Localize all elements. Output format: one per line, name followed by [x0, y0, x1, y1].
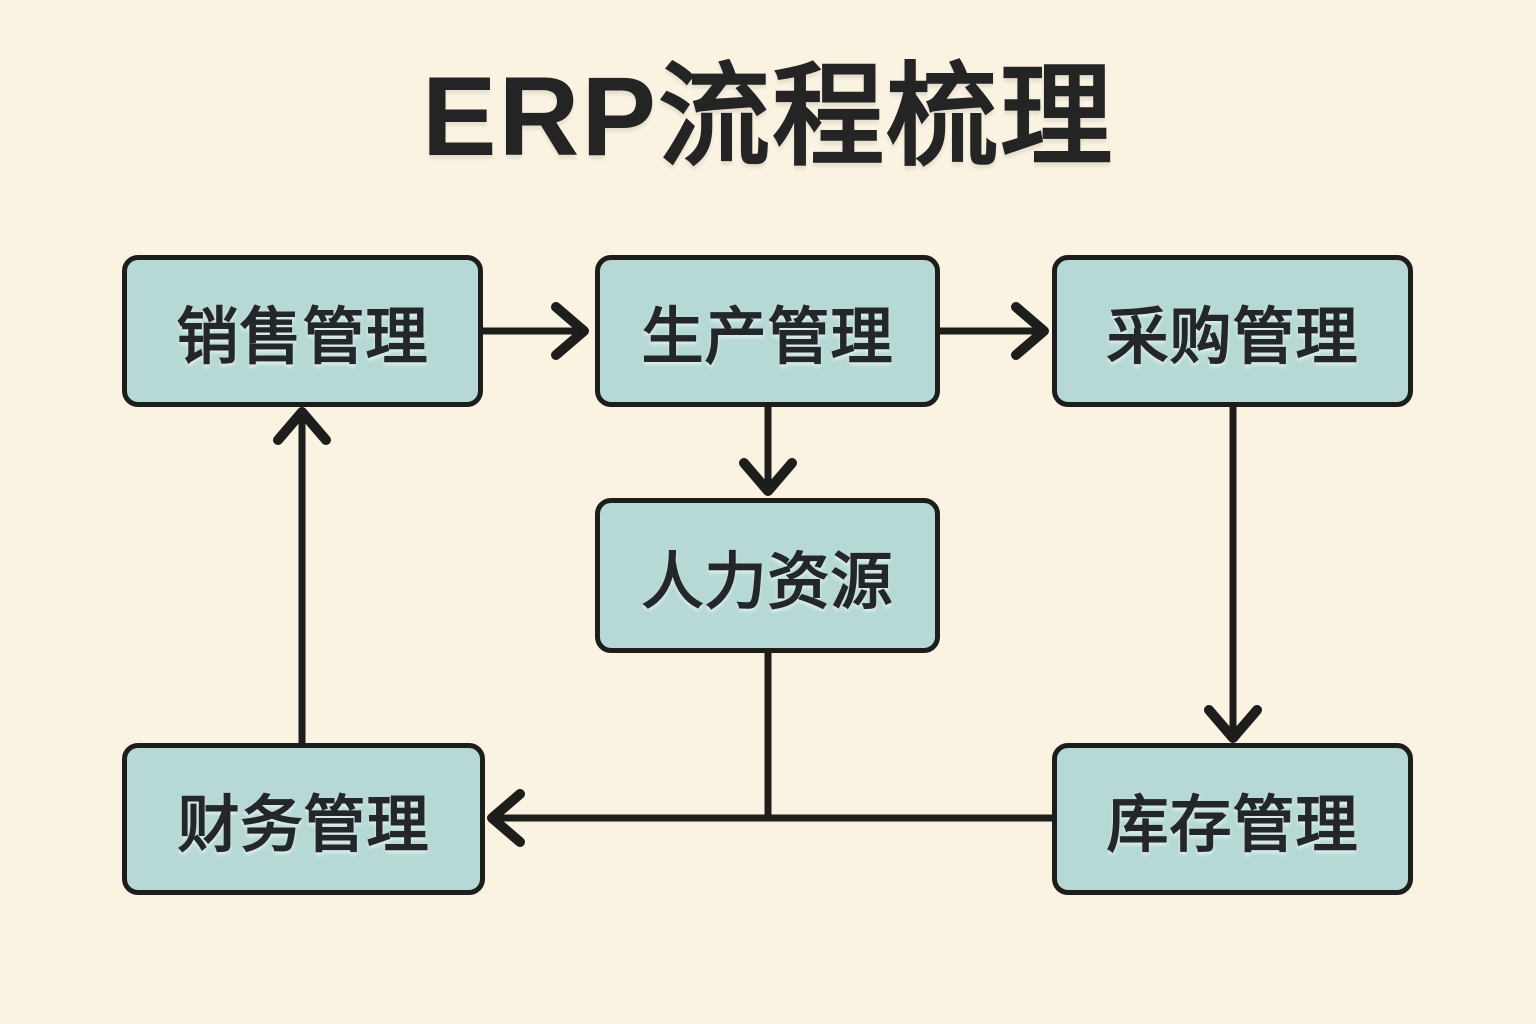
arrow-finance-to-sales [273, 407, 331, 743]
arrow-inventory-to-finance [487, 789, 1052, 847]
arrow-production-to-hr [739, 407, 797, 496]
node-hr: 人力资源 [595, 498, 940, 653]
node-sales-label: 销售管理 [176, 303, 429, 372]
node-procurement-label: 采购管理 [1106, 303, 1359, 372]
arrow-production-to-procurement [940, 302, 1049, 360]
node-production: 生产管理 [595, 255, 940, 407]
arrow-sales-to-production [483, 302, 589, 360]
node-inventory: 库存管理 [1052, 743, 1413, 895]
page-title: ERP流程梳理 [421, 54, 1115, 179]
node-inventory-label: 库存管理 [1106, 791, 1359, 860]
node-finance-label: 财务管理 [177, 791, 430, 860]
node-hr-label: 人力资源 [641, 547, 894, 617]
arrow-procurement-to-inventory [1204, 407, 1262, 743]
node-finance: 财务管理 [122, 743, 485, 895]
node-sales: 销售管理 [122, 255, 483, 407]
node-production-label: 生产管理 [641, 303, 894, 372]
node-procurement: 采购管理 [1052, 255, 1413, 407]
